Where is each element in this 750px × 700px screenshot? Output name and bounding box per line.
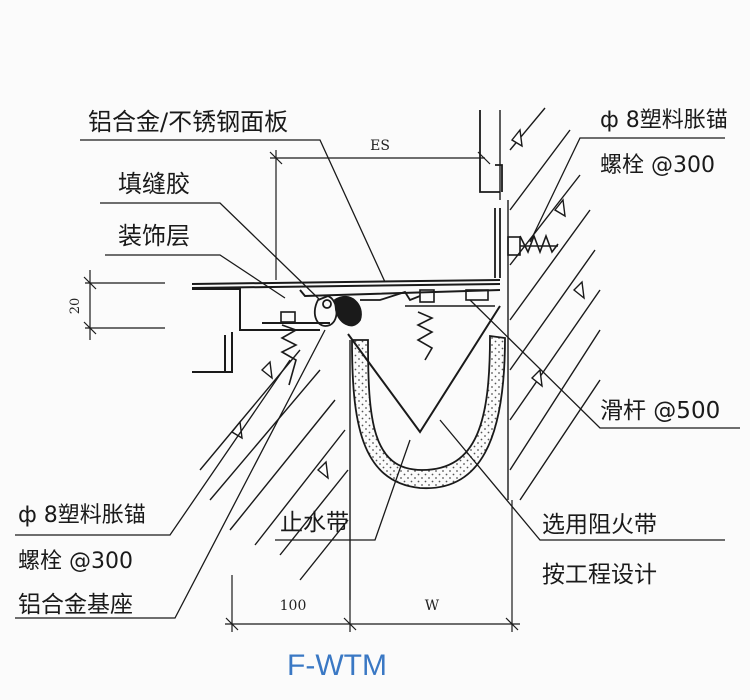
label-anchor-bottom-left-2: 螺栓 @300 xyxy=(18,549,133,574)
es-dimension-label: ES xyxy=(370,138,390,154)
w-dimension-label: W xyxy=(425,598,440,614)
label-sealant: 填缝胶 xyxy=(118,170,190,198)
slide-rod xyxy=(405,289,495,361)
model-code: F-WTM xyxy=(287,649,387,682)
label-slide-rod: 滑杆 @500 xyxy=(600,398,720,424)
label-fire-band-2: 按工程设计 xyxy=(542,562,657,588)
anchor-bolt-left xyxy=(280,311,298,386)
left-base xyxy=(199,340,351,600)
sealant-profile xyxy=(313,290,421,327)
top-right-bracket xyxy=(479,110,503,278)
label-panel: 铝合金/不锈钢面板 xyxy=(88,108,288,136)
twenty-dimension xyxy=(83,270,165,340)
leader-lines xyxy=(15,137,740,619)
twenty-dimension-label: 20 xyxy=(68,298,83,315)
label-anchor-top-right-2: 螺栓 @300 xyxy=(600,153,715,178)
waterstop xyxy=(347,305,506,489)
label-waterstop: 止水带 xyxy=(280,510,349,536)
label-decoration: 装饰层 xyxy=(118,222,190,250)
cover-panel xyxy=(191,279,501,298)
label-anchor-bottom-left-1: ф 8塑料胀锚 xyxy=(18,503,146,528)
anchor-bolt-right xyxy=(507,233,559,256)
right-wall xyxy=(499,107,601,501)
label-anchor-top-right-1: ф 8塑料胀锚 xyxy=(600,108,728,133)
label-base: 铝合金基座 xyxy=(18,592,133,618)
hundred-dimension-label: 100 xyxy=(280,598,307,614)
label-fire-band-1: 选用阻火带 xyxy=(542,512,657,538)
es-dimension xyxy=(269,150,491,280)
bottom-dimension xyxy=(225,500,520,632)
